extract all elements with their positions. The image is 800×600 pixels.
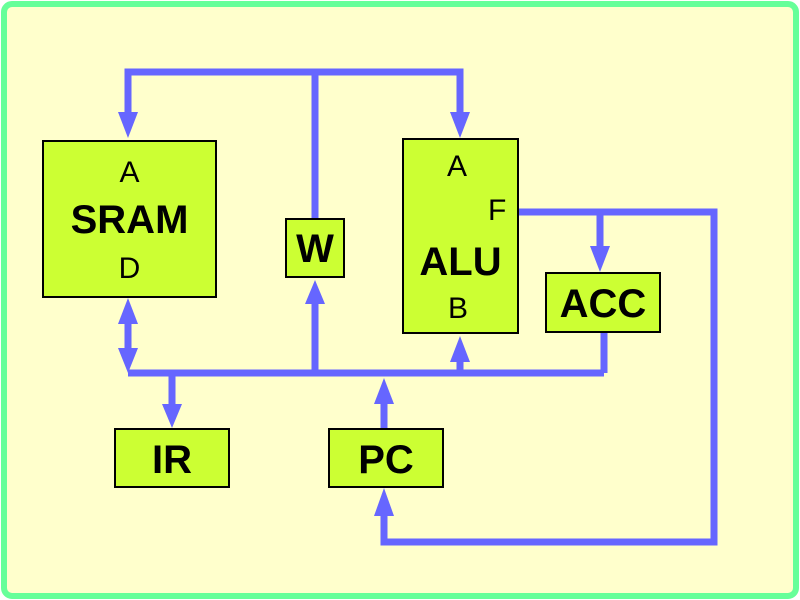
arrow-into-acc (590, 246, 610, 272)
arrow-into-sram-a (118, 112, 138, 138)
w-register: W (285, 218, 345, 278)
sram-port-d-label: D (118, 252, 141, 285)
acc-label: ACC (559, 282, 647, 326)
pc-label: PC (358, 438, 414, 482)
ir-label: IR (152, 438, 192, 482)
alu-block: A F ALU B (402, 138, 519, 334)
arrow-pc-up-to-bus (374, 378, 394, 404)
arrow-into-alu-b (450, 336, 470, 362)
arrow-into-sram-d (118, 298, 138, 324)
sram-block: A SRAM D (42, 140, 217, 298)
alu-port-a-label: A (447, 150, 468, 183)
sram-port-a-label: A (119, 156, 140, 189)
arrow-into-w (305, 280, 325, 304)
pc-register: PC (328, 428, 444, 488)
alu-port-f-label: F (488, 194, 507, 227)
arrowheads (118, 112, 610, 516)
arrow-into-alu-a (450, 112, 470, 138)
wire-alu-f-loop (380, 208, 718, 546)
alu-label: ALU (419, 240, 502, 284)
wire-top-bus (124, 68, 464, 112)
bus-wires (124, 68, 718, 546)
acc-register: ACC (545, 272, 661, 333)
arrow-down-to-bus (118, 348, 138, 373)
ir-register: IR (114, 428, 230, 488)
arrow-into-pc (374, 488, 394, 516)
sram-label: SRAM (70, 198, 189, 242)
w-label: W (296, 227, 334, 271)
alu-port-b-label: B (448, 292, 469, 325)
arrow-into-ir (162, 404, 182, 428)
